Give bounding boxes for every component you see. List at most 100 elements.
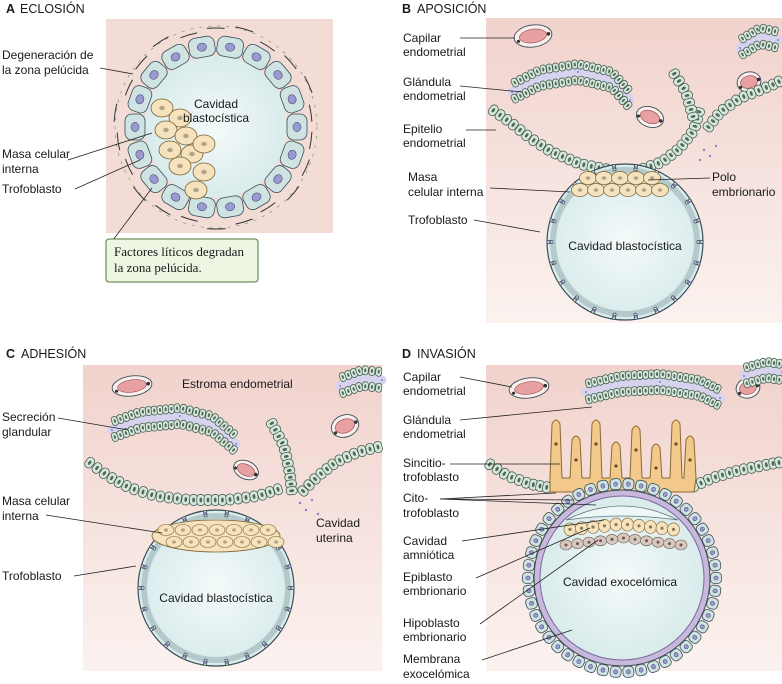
trophoblast-nucleus-b-nucleus — [592, 308, 596, 312]
gland-duct-c-nucleus — [273, 428, 278, 432]
trophoblast-nucleus-b — [558, 279, 566, 286]
label-hypo-1: Hipoblasto — [403, 616, 460, 630]
gland-b-cell-upper — [564, 60, 573, 71]
gland-c-cell-lower — [162, 420, 170, 431]
gland-b-cell-upper-nucleus — [513, 80, 517, 85]
syncytio-nucleus — [654, 466, 658, 470]
cytotrophoblast-cell-nucleus — [546, 516, 552, 522]
surface-epithelium-d-nucleus — [757, 463, 761, 469]
leader-amnio — [461, 519, 605, 542]
surface-epithelium-c — [365, 443, 375, 455]
gland-b-right-lumen — [735, 31, 782, 53]
label-icm-c-1: Masa celular — [2, 494, 70, 508]
icm-nucleus-b — [585, 176, 591, 180]
leader-gland-b — [459, 85, 523, 93]
gland-b-cell-upper-nucleus — [548, 66, 551, 71]
gland-c-cell-upper — [133, 408, 142, 418]
trophoblast-cell-a — [188, 35, 216, 59]
trophoblast-nucleus-b — [693, 218, 701, 224]
icm-nucleus-a — [177, 163, 183, 169]
panel-a: A ECLOSIÓN Cavidad blastocística Degener… — [2, 1, 333, 283]
gland-d-cell-lower-nucleus — [644, 388, 647, 393]
gland-c-cell-upper-nucleus — [141, 409, 144, 414]
gland-d-cell-lower-nucleus — [604, 393, 607, 398]
cytotrophoblast-cell — [622, 665, 635, 678]
panel-d-letter: D — [402, 347, 411, 361]
gland-duct-c-nucleus — [283, 455, 289, 458]
gland-c-cell-upper — [116, 414, 125, 424]
epiblast-nucleus — [614, 523, 618, 527]
gland-b-right-cell-upper — [771, 26, 779, 37]
gland-b-cell-lower-nucleus — [542, 83, 545, 88]
zona-fragment — [235, 218, 253, 225]
gland-c-cell-lower — [139, 422, 147, 433]
gland-c-right-cell-upper — [368, 366, 376, 376]
icm-nucleus-a — [177, 115, 183, 121]
gland-c-cell-lower-nucleus — [119, 433, 122, 437]
icm-nucleus-a — [201, 169, 207, 175]
gland-c-right-cell-lower-nucleus — [364, 384, 367, 389]
cytotrophoblast-cell — [634, 663, 648, 677]
surface-epithelium-b-nucleus — [663, 157, 667, 162]
trophoblast-nucleus-b-nucleus — [551, 261, 555, 265]
gland-b-cell-upper — [545, 63, 554, 74]
surface-epithelium-c-nucleus — [345, 454, 349, 460]
gland-d-right-cell-upper-nucleus — [772, 361, 776, 365]
hypoblast-nucleus — [576, 542, 579, 546]
surface-epithelium-d-nucleus — [531, 482, 535, 488]
gland-d-cell-lower-nucleus — [690, 392, 693, 397]
gland-d-right-cell-upper — [765, 357, 773, 368]
gland-c-right-cell-upper-nucleus — [370, 369, 374, 373]
exocoelomic-cavity — [539, 495, 705, 661]
icm-nucleus-a — [159, 105, 165, 111]
leader-hypo — [479, 539, 599, 625]
trophoblast-cell-a — [279, 85, 305, 114]
endometrium-c — [84, 365, 387, 516]
gland-b-right-cell-upper-nucleus — [767, 28, 771, 32]
trophoblast-nucleus-c — [275, 625, 283, 632]
gland-b-cell-upper-nucleus — [542, 67, 545, 72]
capillary-c-blood — [117, 379, 147, 393]
gland-d-right-cell-upper-nucleus — [745, 365, 748, 370]
gland-c-cell-lower-nucleus — [153, 424, 156, 429]
icm-nucleus-c — [181, 528, 185, 532]
cytotrophoblast-cell-nucleus — [673, 652, 679, 658]
gland-d-cell-lower — [602, 390, 610, 401]
gland-b-cell-lower-nucleus — [554, 81, 557, 86]
leader-callout — [109, 187, 153, 245]
secretion-dot-c — [310, 498, 314, 502]
gland-d-cell-lower-nucleus — [678, 391, 682, 395]
gland-b-right-cell-upper-nucleus — [741, 36, 744, 41]
gland-b-right-cell-upper-nucleus — [756, 27, 759, 32]
surface-epithelium-b-nucleus — [710, 119, 716, 123]
cytotrophoblast-cell-nucleus — [555, 644, 561, 650]
syncytio-nucleus — [574, 458, 578, 462]
icm-nucleus-b — [633, 176, 639, 180]
gland-b-cell-upper-nucleus — [617, 77, 621, 82]
gland-d-cell-upper — [613, 371, 621, 382]
surface-epithelium-c — [129, 483, 140, 496]
icm-nucleus-c — [198, 528, 202, 532]
capillary-d-endothelial-nucleus — [543, 383, 548, 388]
gland-b-right-cell-upper-nucleus — [761, 26, 765, 31]
gland-d-cell-lower-nucleus — [610, 392, 613, 396]
gland-d-right-cell-upper-nucleus — [778, 361, 781, 366]
trophoblast-cell-a — [242, 184, 271, 211]
trophoblast-nucleus-c-nucleus — [142, 607, 146, 611]
surface-epithelium-b-nucleus — [539, 142, 543, 148]
gland-b-cell-upper-nucleus — [602, 68, 605, 72]
gland-c-cell-lower-nucleus — [170, 422, 173, 427]
surface-epithelium-b-nucleus — [757, 88, 761, 93]
cytotrophoblast-cell-nucleus — [565, 652, 571, 658]
gland-b-cell-lower-nucleus — [612, 88, 616, 93]
icm-nucleus-c — [172, 540, 176, 544]
label-secretion-2: glandular — [2, 425, 51, 439]
trophoblast-nucleus-c — [140, 564, 148, 570]
gland-b-cell-upper-nucleus — [567, 63, 570, 68]
gland-c-cell-upper-nucleus — [194, 410, 198, 414]
gland-d-cell-upper — [659, 369, 667, 380]
surface-epithelium-c — [373, 441, 383, 453]
cytotrophoblast-cell — [658, 488, 672, 501]
label-epi-2: embrionario — [403, 584, 467, 598]
trophoblast-cell-a — [264, 60, 292, 89]
